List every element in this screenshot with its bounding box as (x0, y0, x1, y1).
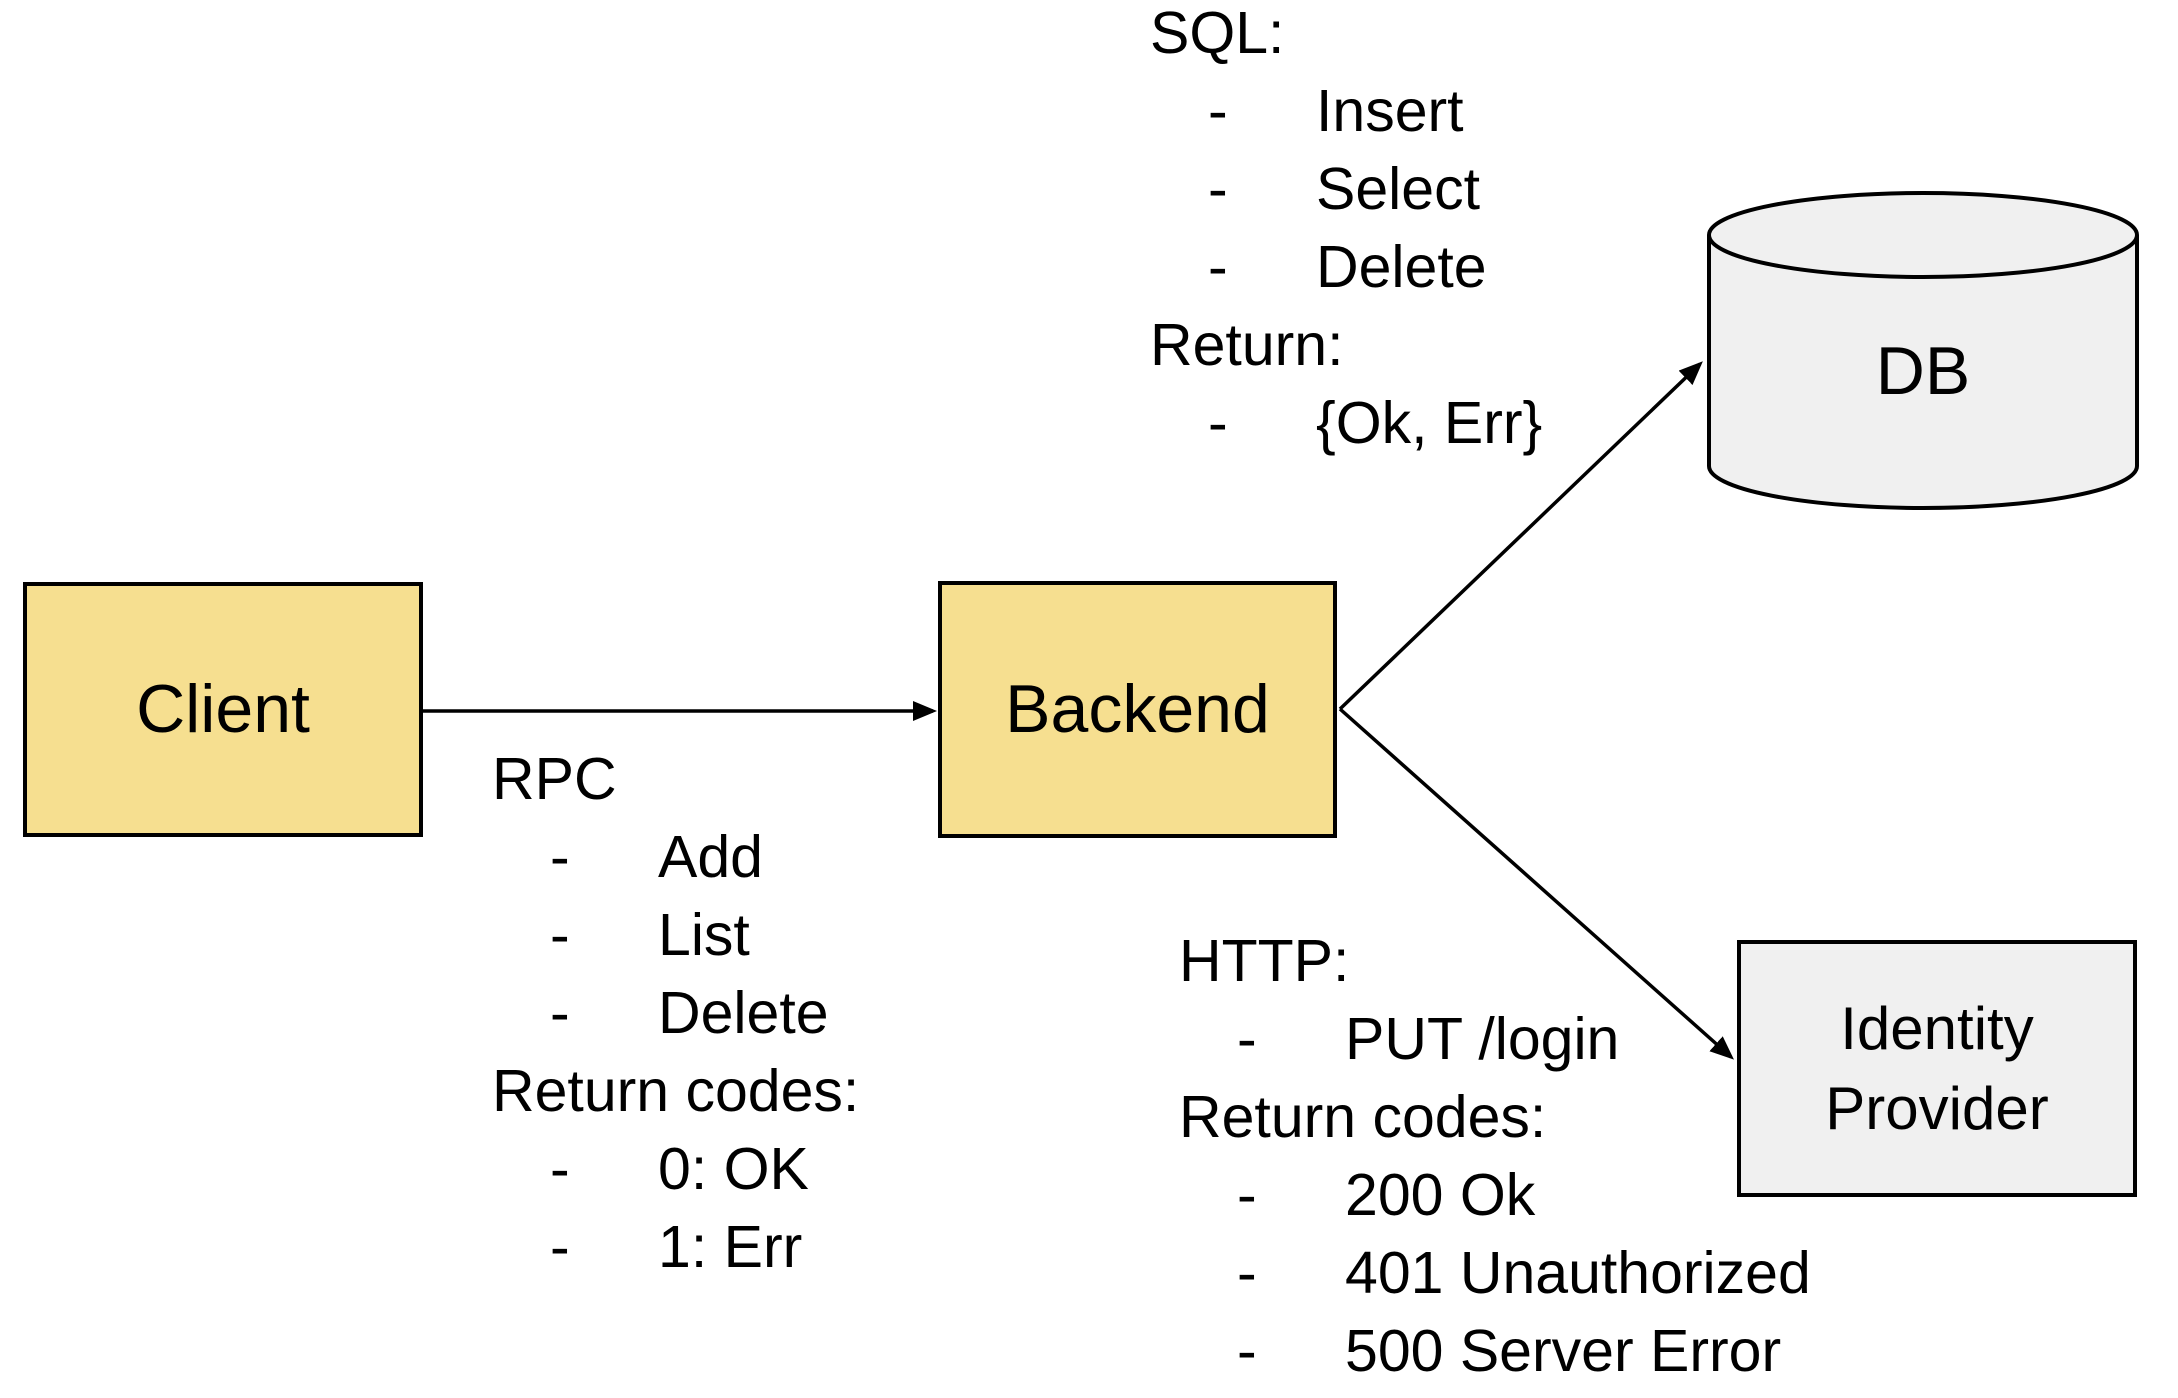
bullet-dash: - (550, 1136, 570, 1202)
sql-command-label: Delete (1316, 234, 1487, 300)
http-return-item: - 401 Unauthorized (1179, 1234, 1811, 1312)
sql-return-title: Return: (1150, 312, 1344, 378)
http-return-item: - 200 Ok (1179, 1156, 1811, 1234)
http-return-label: 500 Server Error (1345, 1318, 1782, 1384)
bullet-dash: - (1208, 390, 1228, 456)
rpc-annotation: RPC - Add - List - Delete Return codes: - 0:… (492, 740, 859, 1286)
rpc-command-label: Add (658, 824, 763, 890)
rpc-return-label: 0: OK (658, 1136, 809, 1202)
rpc-return-item: - 1: Err (492, 1208, 859, 1286)
rpc-return-title: Return codes: (492, 1058, 860, 1124)
bullet-dash: - (550, 902, 570, 968)
backend-label: Backend (1005, 671, 1270, 748)
sql-command-item: - Select (1150, 150, 1542, 228)
sql-command-label: Select (1316, 156, 1480, 222)
rpc-command-label: List (658, 902, 750, 968)
bullet-dash: - (1208, 78, 1228, 144)
rpc-title: RPC (492, 746, 617, 812)
sql-command-item: - Delete (1150, 228, 1542, 306)
bullet-dash: - (1237, 1006, 1257, 1072)
bullet-dash: - (1237, 1318, 1257, 1384)
rpc-command-item: - Add (492, 818, 859, 896)
db-cylinder-body (1707, 235, 2139, 510)
http-command-label: PUT /login (1345, 1006, 1620, 1072)
bullet-dash: - (1208, 234, 1228, 300)
node-backend: Backend (938, 581, 1337, 838)
db-label: DB (1875, 333, 1971, 410)
bullet-dash: - (1237, 1240, 1257, 1306)
node-db: DB (1709, 235, 2137, 508)
rpc-command-item: - List (492, 896, 859, 974)
bullet-dash: - (1208, 156, 1228, 222)
http-return-label: 200 Ok (1345, 1162, 1536, 1228)
sql-command-item: - Insert (1150, 72, 1542, 150)
sql-return-label: {Ok, Err} (1316, 390, 1543, 456)
bullet-dash: - (550, 980, 570, 1046)
edge-backend-to-identity-provider (1338, 707, 1734, 1060)
bullet-dash: - (1237, 1162, 1257, 1228)
bullet-dash: - (550, 1214, 570, 1280)
rpc-return-item: - 0: OK (492, 1130, 859, 1208)
db-cylinder-top (1707, 191, 2139, 279)
sql-title: SQL: (1150, 0, 1285, 66)
http-command-item: - PUT /login (1179, 1000, 1811, 1078)
sql-annotation: SQL: - Insert - Select - Delete Return: - {O… (1150, 0, 1542, 462)
sql-return-item: - {Ok, Err} (1150, 384, 1542, 462)
bullet-dash: - (550, 824, 570, 890)
rpc-return-label: 1: Err (658, 1214, 803, 1280)
http-title: HTTP: (1179, 928, 1350, 994)
http-return-item: - 500 Server Error (1179, 1312, 1811, 1390)
http-return-label: 401 Unauthorized (1345, 1240, 1811, 1306)
identity-provider-label: Identity Provider (1825, 994, 2049, 1142)
http-annotation: HTTP: -PUT /login Return codes: -200 Ok … (1179, 922, 1811, 1390)
node-client: Client (23, 582, 423, 837)
node-identity-provider: Identity Provider (1737, 940, 2137, 1197)
sql-command-label: Insert (1316, 78, 1464, 144)
edge-backend-to-db (1338, 361, 1703, 711)
client-label: Client (136, 671, 310, 748)
rpc-command-label: Delete (658, 980, 829, 1046)
http-return-title: Return codes: (1179, 1084, 1547, 1150)
rpc-command-item: - Delete (492, 974, 859, 1052)
